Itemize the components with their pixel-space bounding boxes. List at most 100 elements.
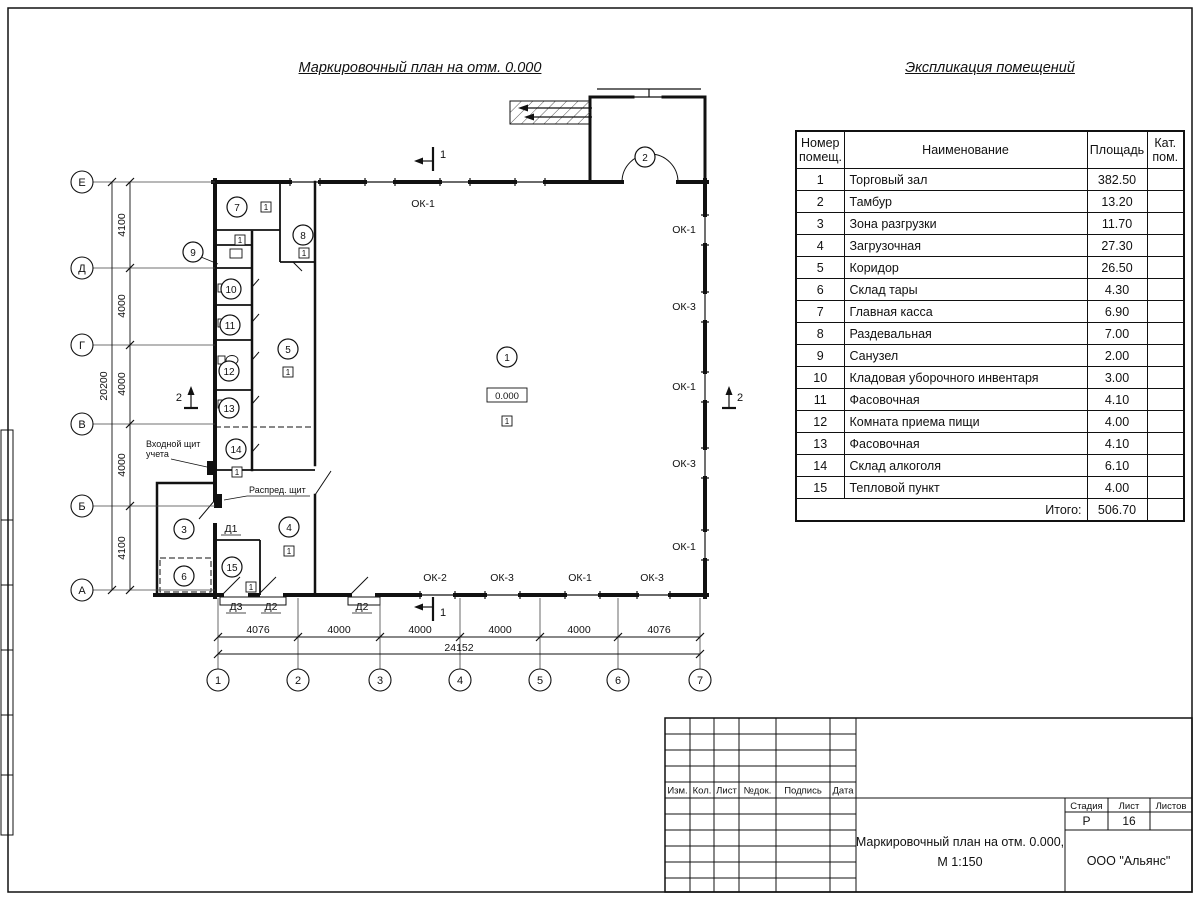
axis-number: 7 (697, 675, 703, 687)
left-margin-boxes (0, 429, 14, 836)
cell-name: Загрузочная (843, 234, 1088, 257)
ramp-arrow-icon (524, 113, 534, 121)
door-symbols (198, 153, 679, 596)
cell-num: 14 (795, 454, 845, 477)
room-number: 2 (642, 153, 648, 164)
cell-area: 4.10 (1086, 388, 1148, 411)
title-block-text: Изм. Кол. Лист №док. Подпись Дата Стадия… (667, 786, 1186, 870)
room-number: 14 (230, 445, 242, 456)
room-number: 7 (234, 203, 240, 214)
cell-name: Кладовая уборочного инвентаря (843, 366, 1088, 389)
room-number: 4 (286, 523, 292, 534)
cell-cat (1146, 454, 1185, 477)
dim-value: 4076 (246, 624, 270, 636)
equipment-tag-labels: 1 1 1 1 1 1 1 1 (235, 203, 510, 592)
cell-num: 8 (795, 322, 845, 345)
cell-num: 2 (795, 190, 845, 213)
axis-letter: Е (78, 177, 85, 189)
page-border (7, 7, 1193, 893)
room-numbers: 1 2 3 4 5 6 7 8 9 10 11 12 13 14 15 (181, 153, 648, 583)
cell-name: Тепловой пункт (843, 476, 1088, 499)
cell-num: 7 (795, 300, 845, 323)
cell-num: 15 (795, 476, 845, 499)
door-label: Д2 (265, 601, 278, 613)
window-labels: ОК-1 ОК-1 ОК-3 ОК-1 ОК-3 ОК-1 ОК-2 ОК-3 … (411, 198, 696, 584)
cell-cat (1146, 410, 1185, 433)
window-label: ОК-1 (411, 198, 435, 210)
cell-name: Склад алкоголя (843, 454, 1088, 477)
room-number: 10 (225, 285, 237, 296)
cell-num: 11 (795, 388, 845, 411)
dashed-lines (159, 426, 315, 593)
room-number: 6 (181, 572, 187, 583)
dim-value: 4000 (408, 624, 432, 636)
doc-title: Маркировочный план на отм. 0.000, (856, 835, 1064, 849)
room-number: 1 (504, 353, 510, 364)
dim-value: 4000 (567, 624, 591, 636)
axis-number: 1 (215, 675, 221, 687)
cell-area: 4.00 (1086, 410, 1148, 433)
cell-cat (1146, 278, 1185, 301)
tag-label: 1 (235, 468, 240, 477)
cell-area: 11.70 (1086, 212, 1148, 235)
cell-area: 7.00 (1086, 322, 1148, 345)
plan-notes: Входной щит учета Распред. щит (146, 439, 306, 495)
dim-value: 4000 (488, 624, 512, 636)
cell-cat (1146, 322, 1185, 345)
dimension-values: 4100 4000 4000 4000 4100 20200 4076 4000… (98, 213, 671, 654)
cell-area: 27.30 (1086, 234, 1148, 257)
cell-cat (1146, 476, 1185, 499)
cell-name: Фасовочная (843, 388, 1088, 411)
dim-value: 4100 (116, 536, 128, 560)
room-number: 15 (226, 563, 238, 574)
door-label: Д2 (356, 601, 369, 613)
dim-value: 4000 (116, 453, 128, 477)
dim-value: 4076 (647, 624, 671, 636)
tag-label: 1 (505, 417, 510, 426)
section-arrow-icon (414, 603, 423, 611)
cell-area: 6.90 (1086, 300, 1148, 323)
titleblock-col-list: Лист (716, 786, 737, 797)
tag-label: 1 (302, 249, 307, 258)
table-total-row: Итого:506.70 (795, 498, 1185, 522)
titleblock-col-sign: Подпись (784, 786, 822, 797)
elevation-value: 0.000 (495, 391, 519, 402)
axis-letter: Д (78, 263, 86, 275)
room-number: 5 (285, 345, 291, 356)
door-label: Д1 (225, 523, 238, 535)
cell-num: 9 (795, 344, 845, 367)
entrance-ramp (509, 88, 701, 125)
section-arrow-icon (414, 157, 423, 165)
tag-label: 1 (286, 368, 291, 377)
section-marks: 1 1 2 2 (176, 147, 743, 621)
cell-name: Фасовочная (843, 432, 1088, 455)
cell-cat (1146, 432, 1185, 455)
dim-total-value: 24152 (444, 642, 473, 654)
axis-letter: А (78, 585, 86, 597)
cell-area: 4.00 (1086, 476, 1148, 499)
cell-area: 26.50 (1086, 256, 1148, 279)
tambour-walls (588, 95, 707, 184)
cell-cat (1146, 300, 1185, 323)
cell-name: Коридор (843, 256, 1088, 279)
axis-number: 4 (457, 675, 463, 687)
dim-value: 4000 (116, 294, 128, 318)
section-label: 2 (176, 392, 182, 404)
titleblock-col-izm: Изм. (667, 786, 687, 797)
cell-cat (1146, 498, 1185, 522)
axis-number: 3 (377, 675, 383, 687)
section-arrow-icon (725, 386, 733, 395)
tag-label: 1 (238, 236, 243, 245)
sheet-value: 16 (1122, 814, 1136, 828)
dist-panel-note: Распред. щит (249, 485, 306, 495)
cell-num: 1 (795, 168, 845, 191)
explication-title: Экспликация помещений (905, 60, 1075, 76)
